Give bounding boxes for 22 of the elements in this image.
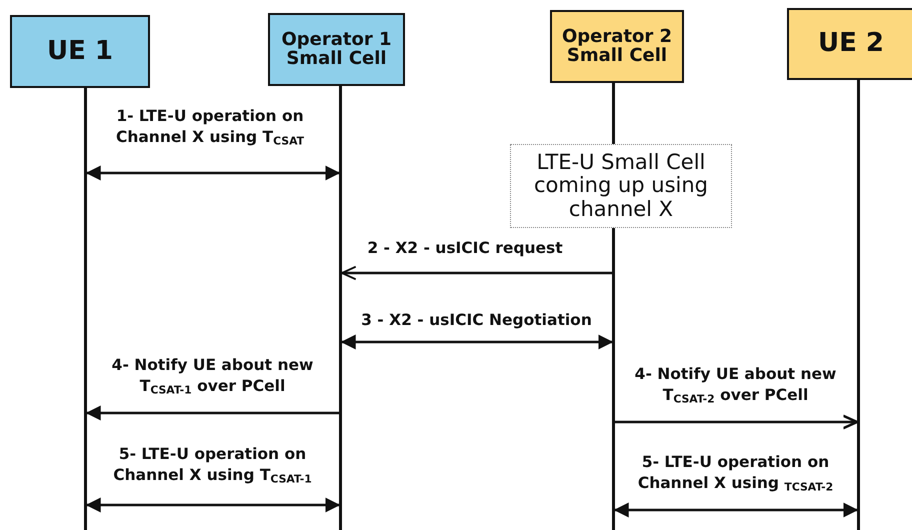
entity-box: Operator 2 Small Cell: [550, 10, 684, 83]
entity-box: UE 2: [787, 8, 912, 80]
lifeline: [84, 88, 87, 530]
edge-label: 5- LTE-U operation on Channel X using T$_{CSAT-1}$: [112, 444, 313, 486]
edge-label: 4- Notify UE about new T$_{CSAT-2}$ over PCell: [634, 364, 838, 406]
edge-label: 4- Notify UE about new T$_{CSAT-1}$ over PCell: [110, 355, 314, 397]
message-arrow: [615, 414, 858, 430]
edge-label: 5- LTE-U operation on Channel X using $_{TCSAT-2}$: [636, 452, 834, 494]
message-arrow: [86, 406, 339, 420]
message-arrow: [86, 166, 340, 180]
edge-label: 3 - X2 - usICIC Negotiation: [360, 310, 593, 331]
message-arrow: [341, 266, 612, 280]
message-arrow: [614, 502, 858, 518]
edge-label: 2 - X2 - usICIC request: [366, 238, 564, 259]
lifeline: [339, 86, 342, 530]
note-box: LTE-U Small Cell coming up using channel X: [510, 144, 732, 228]
entity-box: Operator 1 Small Cell: [268, 13, 405, 86]
message-arrow: [340, 334, 614, 350]
message-arrow: [86, 498, 340, 512]
lifeline: [857, 80, 860, 530]
entity-box: UE 1: [10, 15, 150, 88]
edge-label: 1- LTE-U operation on Channel X using T$_{CSAT}$: [114, 106, 306, 148]
